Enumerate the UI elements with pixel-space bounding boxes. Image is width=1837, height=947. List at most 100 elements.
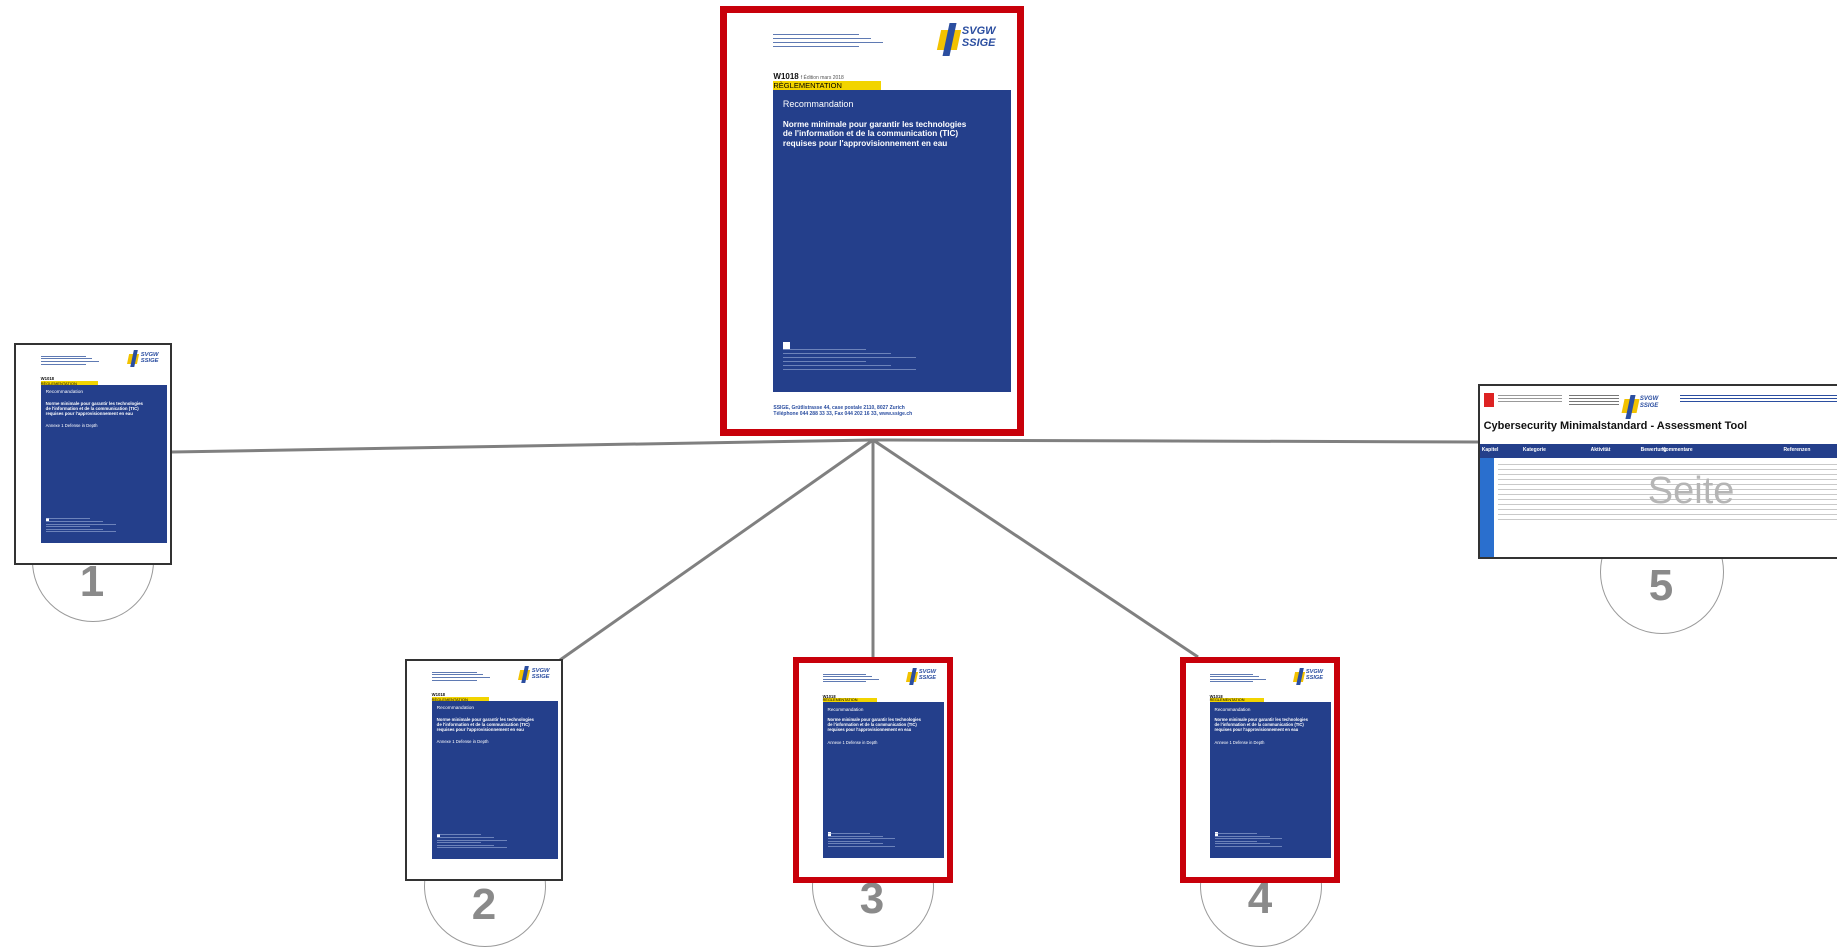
logo-text-top: SVGW bbox=[140, 351, 159, 358]
document-code-value: W1018 bbox=[1209, 693, 1223, 699]
publisher-address: SSIGE, Grütlistrasse 44, case postale 21… bbox=[773, 404, 913, 417]
document-code-value: W1018 bbox=[822, 693, 836, 699]
cover-header-lines bbox=[822, 673, 885, 684]
col-kategorie: Kategorie bbox=[1522, 446, 1546, 453]
reglementation-label: RÈGLEMENTATION bbox=[40, 380, 77, 386]
document-title: Norme minimale pour garantir les technol… bbox=[827, 716, 921, 732]
recommendation-label: Recommandation bbox=[1214, 707, 1251, 713]
document-title: Norme minimale pour garantir les technol… bbox=[436, 716, 534, 732]
swiss-flag-icon bbox=[1483, 392, 1495, 407]
reglementation-label: RÈGLEMENTATION bbox=[822, 698, 858, 703]
cover-header-lines bbox=[40, 355, 106, 366]
logo-text-bottom: SSIGE bbox=[961, 36, 996, 49]
reglementation-band: RÈGLEMENTATION bbox=[1209, 698, 1265, 703]
reglementation-band: RÈGLEMENTATION bbox=[431, 696, 489, 702]
cover-header-lines bbox=[1209, 673, 1272, 684]
cover-footer-lines bbox=[45, 518, 134, 533]
table-header-row: Kapitel Kategorie Aktivität Bewertung Ko… bbox=[1480, 444, 1837, 458]
recommendation-label: Recommandation bbox=[827, 707, 864, 713]
table-header-text-2 bbox=[1569, 393, 1620, 407]
document-code-value: W1018 bbox=[40, 376, 55, 382]
document-code: W1018 bbox=[432, 692, 447, 697]
document-title: Norme minimale pour garantir les technol… bbox=[1214, 716, 1308, 732]
document-title: Norme minimale pour garantir les technol… bbox=[45, 400, 143, 416]
cover-footer-lines bbox=[827, 833, 913, 848]
col-aktivitaet: Aktivität bbox=[1590, 446, 1611, 453]
logo-text-top: SVGW bbox=[531, 667, 550, 674]
table-title: Cybersecurity Minimalstandard - Assessme… bbox=[1483, 420, 1748, 433]
document-code-value: W1018 bbox=[773, 72, 799, 82]
table-side-bar bbox=[1480, 457, 1495, 557]
cover-footer-lines bbox=[436, 834, 525, 849]
page-watermark: Seite bbox=[1647, 469, 1735, 512]
node-5-number: 5 bbox=[1648, 561, 1674, 610]
cover-footer-lines bbox=[782, 349, 949, 373]
logo-text-bottom: SSIGE bbox=[531, 673, 550, 680]
document-code: W1018 bbox=[823, 694, 838, 699]
col-kapitel: Kapitel bbox=[1481, 446, 1499, 453]
logo-text-top: SVGW bbox=[918, 668, 937, 675]
node-1-number: 1 bbox=[79, 557, 105, 606]
recommendation-label: Recommandation bbox=[782, 98, 854, 109]
annex-label: Annexe 1 Defense in Depth bbox=[827, 739, 878, 745]
reglementation-label: RÈGLEMENTATION bbox=[1209, 698, 1245, 703]
cover-header-lines bbox=[431, 671, 497, 682]
logo-text-bottom: SSIGE bbox=[140, 357, 159, 364]
col-kommentare: Kommentare bbox=[1662, 446, 1693, 453]
link-root-to-4 bbox=[872, 438, 1199, 659]
document-title: Norme minimale pour garantir les technol… bbox=[782, 119, 967, 148]
reglementation-band: RÈGLEMENTATION bbox=[40, 380, 98, 386]
col-bewertung: Bewertung bbox=[1640, 446, 1667, 453]
reglementation-label: RÈGLEMENTATION bbox=[431, 696, 468, 702]
document-code: W1018 bbox=[1210, 694, 1225, 699]
reglementation-label: RÈGLEMENTATION bbox=[773, 81, 842, 91]
annex-label: Annexe 1 Defense in Depth bbox=[45, 423, 98, 429]
link-root-to-2 bbox=[559, 438, 874, 662]
cover-footer-lines bbox=[1214, 833, 1300, 848]
cover-header-lines bbox=[773, 33, 895, 50]
reglementation-band: RÈGLEMENTATION bbox=[822, 698, 878, 703]
swiss-cross-icon bbox=[782, 342, 790, 350]
table-header-text bbox=[1497, 393, 1563, 404]
logo-text-bottom: SSIGE bbox=[918, 674, 937, 681]
document-code: W1018 bbox=[41, 376, 56, 381]
table-header-text-3 bbox=[1679, 393, 1837, 404]
logo-text-bottom: SSIGE bbox=[1305, 674, 1324, 681]
link-root-to-5 bbox=[872, 438, 1479, 444]
table-rows bbox=[1497, 460, 1837, 557]
recommendation-label: Recommandation bbox=[45, 389, 84, 395]
reglementation-band: RÈGLEMENTATION bbox=[773, 81, 881, 91]
annex-label: Annexe 1 Defense in Depth bbox=[1214, 739, 1265, 745]
annex-label: Annexe 1 Defense in Depth bbox=[436, 739, 489, 745]
document-code-value: W1018 bbox=[431, 692, 446, 698]
logo-text-top: SVGW bbox=[961, 25, 996, 38]
recommendation-label: Recommandation bbox=[436, 705, 475, 711]
link-root-to-1 bbox=[171, 438, 874, 454]
col-referenzen: Referenzen bbox=[1783, 446, 1811, 453]
logo-text-top: SVGW bbox=[1305, 668, 1324, 675]
